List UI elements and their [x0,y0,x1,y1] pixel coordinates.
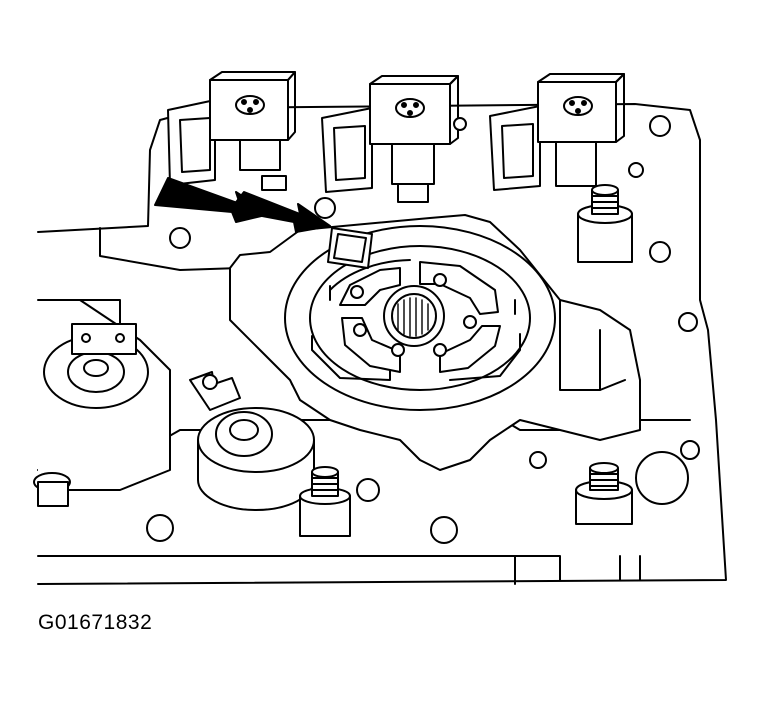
locator-arrow-icon [155,178,330,232]
check-ball-plug [636,452,688,504]
solenoid-middle [322,76,466,202]
accumulator-bore-left [38,300,170,490]
accumulator-piston-lower [190,372,314,510]
bolt-lower-right [576,463,632,524]
bolt-lower-center [300,467,350,536]
filter-screen [328,228,372,268]
figure-id-label: G01671832 [38,611,153,634]
bolt-upper-right [578,185,632,262]
valve-body-inner-rails [38,228,690,470]
solenoid-left [168,72,295,190]
solenoid-right [490,74,643,190]
valve-body-lower-edge [38,556,640,584]
valve-body-diagram [0,0,764,600]
bolt-lower-left [34,473,70,506]
servo-cover [285,226,555,410]
